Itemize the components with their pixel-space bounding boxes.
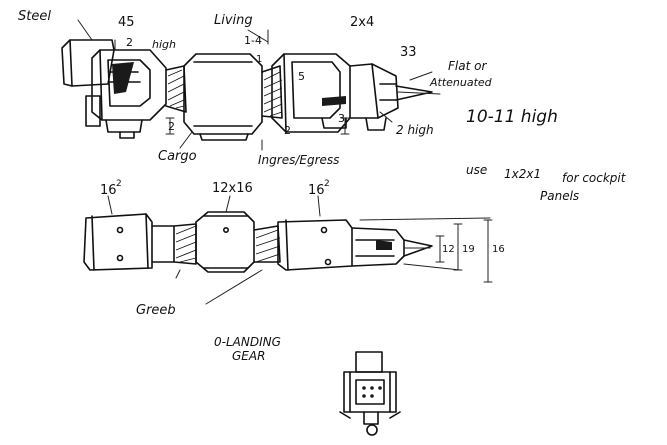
label-2x4: 2x4 — [350, 15, 374, 30]
label-33: 33 — [400, 45, 417, 60]
label-dim-1-4: 1-4 — [244, 34, 262, 47]
label-dim-12: 12 — [442, 244, 455, 255]
landing-gear-drawing — [339, 351, 401, 436]
label-16-left: 16 — [100, 183, 117, 198]
label-2-high: 2 high — [396, 123, 434, 137]
label-16-left-sup: 2 — [116, 179, 122, 189]
label-dim-2-left: 2 — [168, 120, 175, 133]
label-dim-3: 3 — [338, 112, 345, 125]
label-12x16: 12x16 — [212, 181, 253, 196]
label-panels: Panels — [540, 189, 579, 203]
lower-ship-drawing — [83, 195, 493, 305]
label-dim-2-top: 2 — [126, 36, 133, 49]
label-gear: GEAR — [232, 349, 265, 363]
label-16-right-sup: 2 — [324, 179, 330, 189]
annotations: Steel 45 2 high Living 1-4 1 2x4 33 Flat… — [18, 9, 627, 363]
label-dim-5: 5 — [298, 70, 305, 83]
label-for-cockpit: for cockpit — [562, 171, 627, 185]
label-high-top: high — [152, 38, 176, 51]
upper-ship-drawing — [61, 19, 441, 151]
label-use: use — [466, 163, 487, 177]
label-flat-or: Flat or — [448, 59, 487, 73]
label-greeb: Greeb — [136, 303, 176, 318]
label-cargo: Cargo — [158, 149, 197, 164]
label-dim-19: 19 — [462, 244, 475, 255]
label-ingress-egress: Ingres/Egress — [258, 153, 339, 167]
label-1x2x1: 1x2x1 — [504, 167, 541, 181]
label-dim-1: 1 — [256, 54, 262, 65]
label-dim-2-mid: 2 — [284, 124, 291, 137]
label-attenuated: Attenuated — [429, 76, 493, 89]
label-living: Living — [214, 13, 253, 28]
label-16-right: 16 — [308, 183, 325, 198]
label-10-11-high: 10-11 high — [466, 107, 558, 127]
label-dim-16: 16 — [492, 244, 505, 255]
label-45: 45 — [118, 15, 135, 30]
label-steel: Steel — [18, 9, 51, 24]
label-landing: 0-LANDING — [214, 335, 281, 349]
